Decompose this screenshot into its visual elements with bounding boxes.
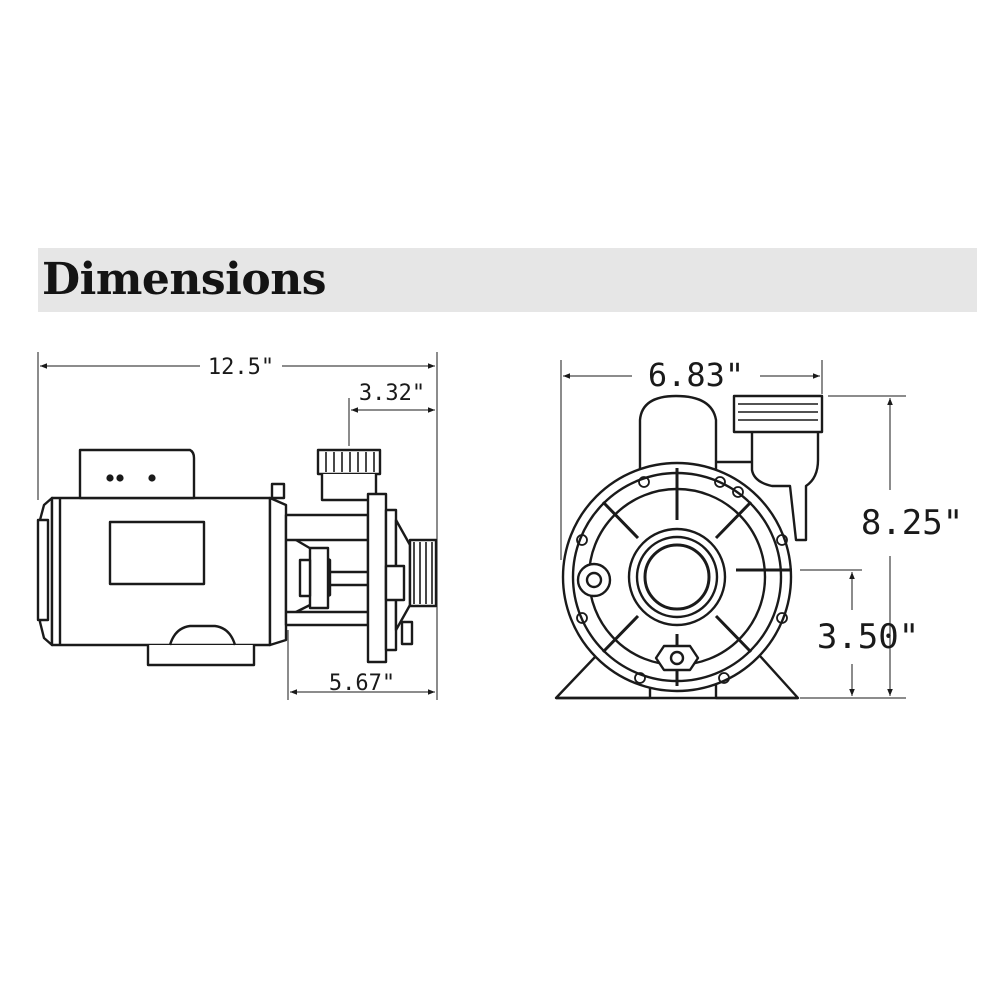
dim-outlet-offset: 3.32" [359, 381, 425, 406]
front-view-pump [554, 394, 824, 700]
dim-shaft-height: 3.50" [817, 617, 919, 657]
front-dimension-lines [560, 360, 906, 699]
page-title: Dimensions [42, 254, 327, 305]
title-bar: Dimensions [38, 248, 977, 312]
side-dimension-lines [37, 352, 438, 700]
dim-overall-length: 12.5" [208, 355, 274, 380]
dim-front-width: 6.83" [648, 356, 744, 394]
side-view-pump [36, 448, 438, 667]
dim-pump-end-length: 5.67" [329, 671, 395, 696]
dim-front-height: 8.25" [861, 503, 963, 543]
